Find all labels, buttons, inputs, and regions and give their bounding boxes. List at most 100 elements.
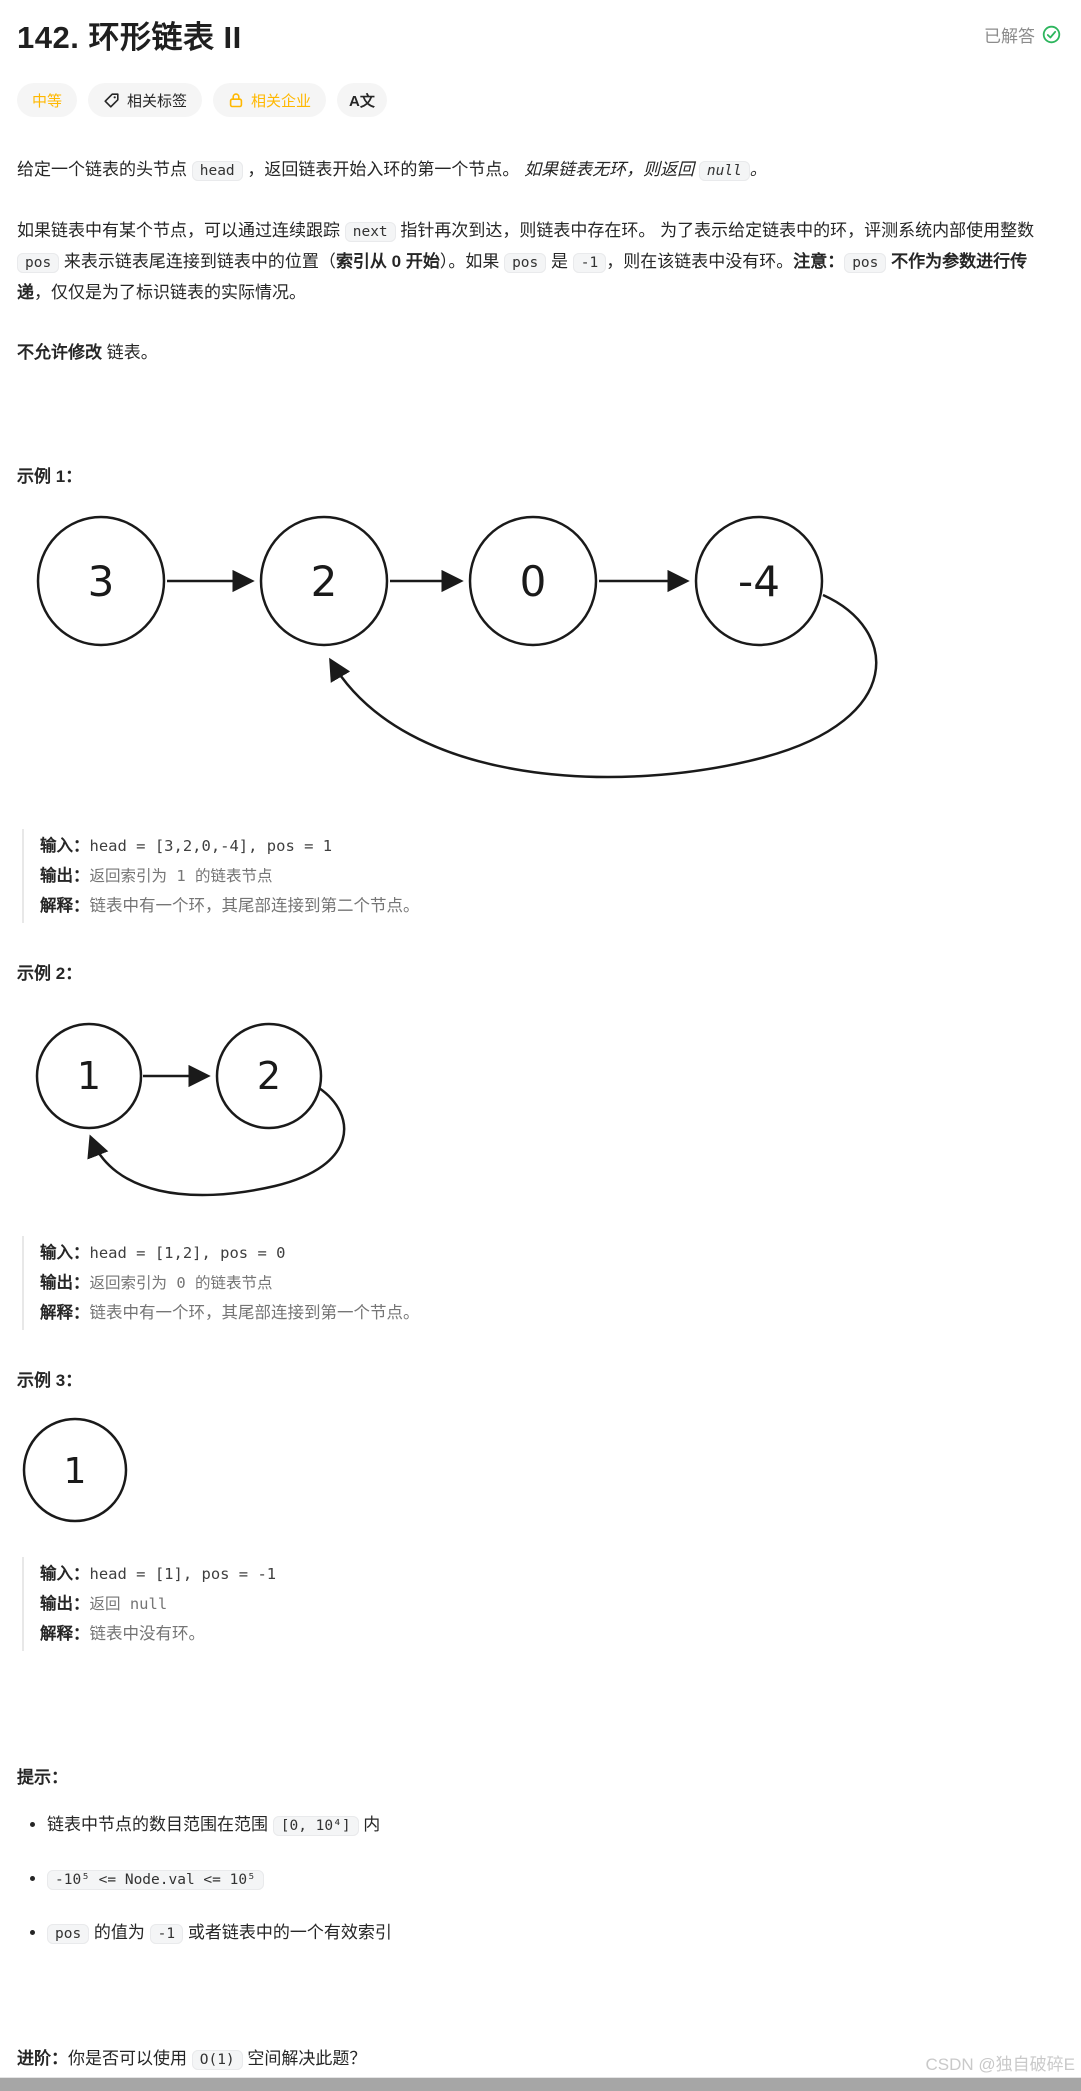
example-output-row: 输出：返回 null [40, 1589, 1061, 1619]
lock-icon [228, 92, 244, 109]
text: 给定一个链表的头节点 [17, 160, 192, 179]
text: 指针再次到达，则链表中存在环。 为了表示给定链表中的环，评测系统内部使用整数 [395, 221, 1035, 240]
linked-list-node [22, 1417, 128, 1523]
example-explanation-row: 解释：链表中有一个环，其尾部连接到第一个节点。 [40, 1298, 1061, 1328]
text: ，则在该链表中没有环。 [606, 252, 794, 271]
solved-label: 已解答 [984, 27, 1035, 46]
input-label: 输入： [40, 1244, 90, 1262]
node-label: 2 [257, 1054, 281, 1098]
bold-text: 不作为参数进行传递 [17, 252, 1028, 302]
hints-heading: 提示： [17, 1768, 68, 1787]
node-label: 3 [88, 557, 115, 606]
node-label: 1 [64, 1451, 87, 1492]
code-chip-pos: pos [504, 253, 547, 273]
node-label: 2 [311, 557, 338, 606]
output-value: 返回 null [89, 1595, 168, 1613]
bottom-bar [0, 2078, 1081, 2091]
example-explanation-row: 解释：链表中有一个环，其尾部连接到第二个节点。 [40, 891, 1061, 921]
node-label: -4 [738, 557, 780, 606]
example-output-row: 输出：返回索引为 1 的链表节点 [40, 861, 1061, 891]
hint-item: 链表中节点的数目范围在范围 [0, 10⁴] 内 [47, 1810, 1061, 1841]
solved-status-badge: 已解答 [984, 22, 1061, 47]
next-pointer-arrows [87, 1064, 346, 1197]
example2-io-block: 输入：head = [1,2], pos = 0 输出：返回索引为 0 的链表节… [22, 1236, 1061, 1330]
followup-line: 进阶：你是否可以使用 O(1) 空间解决此题？ [17, 2044, 1061, 2075]
hint-item: pos 的值为 -1 或者链表中的一个有效索引 [47, 1918, 1061, 1949]
explanation-label: 解释： [40, 1304, 90, 1322]
code-chip-neg1: -1 [572, 253, 607, 273]
language-toggle-label: A文 [349, 92, 375, 110]
explanation-value: 链表中有一个环，其尾部连接到第一个节点。 [89, 1304, 420, 1322]
code-chip-nodeval: -10⁵ <= Node.val <= 10⁵ [47, 1870, 264, 1890]
text: ）。如果 [439, 252, 505, 271]
text: 来表示链表尾连接到链表中的位置（ [59, 252, 336, 271]
example-input-row: 输入：head = [1,2], pos = 0 [40, 1238, 1061, 1268]
hints-list: 链表中节点的数目范围在范围 [0, 10⁴] 内 -10⁵ <= Node.va… [17, 1810, 1061, 1949]
page-title: 142. 环形链表 II [17, 20, 242, 55]
title-row: 142. 环形链表 II 已解答 [17, 12, 1061, 57]
node-label: 1 [77, 1054, 101, 1098]
code-chip-null: null [698, 161, 750, 181]
text: 空间解决此题？ [242, 2049, 367, 2068]
output-value: 返回索引为 1 的链表节点 [89, 867, 273, 885]
text: 或者链表中的一个有效索引 [183, 1923, 392, 1942]
output-value: 返回索引为 0 的链表节点 [89, 1274, 273, 1292]
followup-label: 进阶： [17, 2049, 68, 2068]
output-label: 输出： [40, 1274, 90, 1292]
text: 内 [358, 1815, 381, 1834]
cycle-arrow [329, 593, 878, 779]
text: 你是否可以使用 [68, 2049, 192, 2068]
description-paragraph-1: 给定一个链表的头节点 head ，返回链表开始入环的第一个节点。 如果链表无环，… [17, 155, 1061, 186]
csdn-watermark: CSDN @独自破碎E [925, 2055, 1076, 2074]
text: 链表。 [102, 343, 158, 362]
example1-heading: 示例 1： [17, 467, 83, 486]
italic-text: 。 [749, 160, 767, 179]
bottom-divider [0, 2077, 1081, 2078]
text: 如果链表中有某个节点，可以通过连续跟踪 [17, 221, 345, 240]
text: ，返回链表开始入环的第一个节点。 [242, 160, 525, 179]
code-chip-o1: O(1) [191, 2050, 243, 2070]
problem-description: 给定一个链表的头节点 head ，返回链表开始入环的第一个节点。 如果链表无环，… [17, 155, 1061, 368]
explanation-value: 链表中有一个环，其尾部连接到第二个节点。 [89, 897, 420, 915]
text: 是 [546, 252, 573, 271]
input-value: head = [1,2], pos = 0 [89, 1244, 286, 1262]
tags-row: 中等 相关标签 相关企业 [17, 83, 1061, 117]
related-companies-button[interactable]: 相关企业 [213, 83, 327, 117]
bold-text: 索引从 0 开始 [335, 252, 440, 271]
code-chip-pos: pos [844, 253, 887, 273]
example-input-row: 输入：head = [3,2,0,-4], pos = 1 [40, 831, 1061, 861]
input-label: 输入： [40, 837, 90, 855]
code-chip-neg1: -1 [149, 1924, 184, 1944]
explanation-label: 解释： [40, 1625, 90, 1643]
output-label: 输出： [40, 1595, 90, 1613]
output-label: 输出： [40, 867, 90, 885]
difficulty-label: 中等 [32, 92, 63, 110]
bold-text: 注意： [793, 252, 845, 271]
example-output-row: 输出：返回索引为 0 的链表节点 [40, 1268, 1061, 1298]
example-input-row: 输入：head = [1], pos = -1 [40, 1559, 1061, 1589]
linked-list-nodes [35, 1022, 323, 1130]
description-paragraph-2: 如果链表中有某个节点，可以通过连续跟踪 next 指针再次到达，则链表中存在环。… [17, 216, 1061, 308]
related-topics-button[interactable]: 相关标签 [88, 83, 203, 117]
code-chip-next: next [344, 222, 396, 242]
related-topics-label: 相关标签 [127, 92, 188, 110]
example2-heading: 示例 2： [17, 964, 83, 983]
text: 的值为 [89, 1923, 150, 1942]
difficulty-badge[interactable]: 中等 [17, 83, 78, 117]
hint-item: -10⁵ <= Node.val <= 10⁵ [47, 1864, 1061, 1895]
explanation-value: 链表中没有环。 [89, 1625, 206, 1643]
code-chip-pos: pos [17, 253, 60, 273]
language-toggle-button[interactable]: A文 [337, 83, 387, 117]
tag-icon [103, 92, 120, 109]
related-companies-label: 相关企业 [251, 92, 312, 110]
text: ，仅仅是为了标识链表的实际情况。 [34, 283, 306, 302]
explanation-label: 解释： [40, 897, 90, 915]
cycle-arrow [87, 1086, 346, 1197]
example3-heading: 示例 3： [17, 1371, 83, 1390]
example3-io-block: 输入：head = [1], pos = -1 输出：返回 null 解释：链表… [22, 1557, 1061, 1651]
input-value: head = [1], pos = -1 [89, 1565, 277, 1583]
example1-diagram: 3 2 0 -4 [36, 515, 878, 779]
next-pointer-arrows [167, 569, 878, 779]
example-explanation-row: 解释：链表中没有环。 [40, 1619, 1061, 1649]
